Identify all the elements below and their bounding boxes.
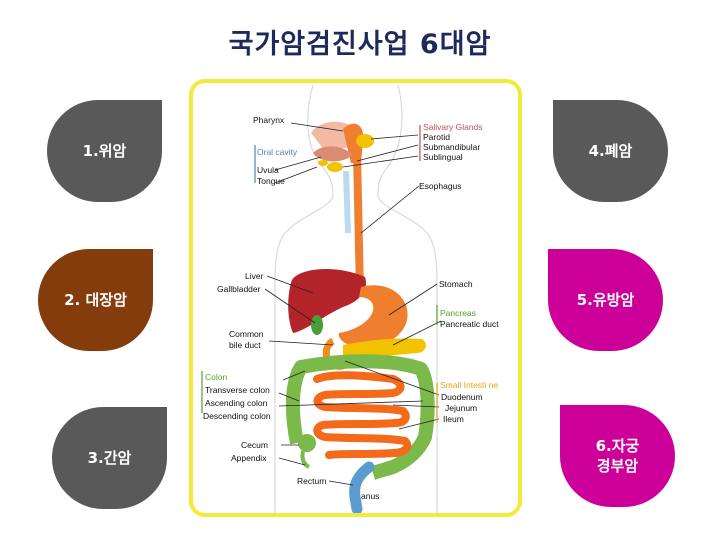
label-pharynx: Pharynx — [253, 115, 285, 125]
tongue-shape — [313, 146, 353, 162]
label-pancreas: Pancreas — [440, 308, 476, 318]
stomach-shape — [338, 285, 408, 348]
label-sublingual: Sublingual — [423, 152, 463, 162]
cancer-tile-stomach: 1.위암 — [47, 100, 162, 202]
trachea — [343, 171, 351, 233]
appendix-shape — [300, 450, 310, 469]
cancer-tile-breast: 5.유방암 — [548, 249, 663, 351]
label-gallbladder: Gallbladder — [217, 284, 261, 294]
label-oral-cavity: Oral cavity — [257, 147, 298, 157]
label-anus: anus — [361, 491, 379, 501]
label-colon: Colon — [205, 372, 227, 382]
esophagus-shape — [353, 153, 364, 293]
submandibular-gland — [327, 162, 343, 172]
label-liver: Liver — [245, 271, 264, 281]
label-duodenum: Duodenum — [441, 392, 483, 402]
rectum-shape — [349, 461, 375, 515]
label-parotid: Parotid — [423, 132, 450, 142]
label-uvula: Uvula — [257, 165, 279, 175]
small-intestine-shape — [313, 371, 412, 459]
label-bile-duct: bile duct — [229, 340, 261, 350]
label-submandibular: Submandibular — [423, 142, 480, 152]
label-rectum: Rectum — [297, 476, 326, 486]
body-outline — [274, 84, 438, 513]
gallbladder-shape — [311, 315, 323, 335]
cancer-tile-liver: 3.간암 — [52, 407, 167, 509]
label-ileum: Ileum — [443, 414, 464, 424]
label-descending-colon: Descending colon — [203, 411, 271, 421]
label-cecum: Cecum — [241, 440, 268, 450]
anatomy-diagram-frame: Pharynx Oral cavity Uvula Tongue Salivar… — [189, 79, 522, 517]
parotid-gland — [356, 134, 374, 148]
sublingual-gland — [318, 160, 328, 166]
label-tongue: Tongue — [257, 176, 285, 186]
label-small-intestine: Small Intesti ne — [440, 380, 498, 390]
label-transverse-colon: Transverse colon — [205, 385, 270, 395]
cancer-tile-lung: 4.폐암 — [553, 100, 668, 202]
page-title: 국가암검진사업 6대암 — [228, 29, 492, 60]
label-pancreatic-duct: Pancreatic duct — [440, 319, 499, 329]
label-jejunum: Jejunum — [445, 403, 477, 413]
label-ascending-colon: Ascending colon — [205, 398, 268, 408]
leader-lines — [264, 122, 442, 486]
cancer-tile-cervical: 6.자궁 경부암 — [560, 405, 675, 507]
digestive-system-diagram: Pharynx Oral cavity Uvula Tongue Salivar… — [201, 84, 499, 515]
label-salivary-glands: Salivary Glands — [423, 122, 483, 132]
pancreas-shape — [343, 338, 426, 358]
label-appendix: Appendix — [231, 453, 267, 463]
cancer-tile-colorectal: 2. 대장암 — [38, 249, 153, 351]
colon-shape — [285, 354, 435, 480]
label-esophagus: Esophagus — [419, 181, 462, 191]
label-stomach: Stomach — [439, 279, 473, 289]
liver-shape — [288, 269, 367, 333]
label-common: Common — [229, 329, 264, 339]
cecum-shape — [298, 434, 316, 452]
